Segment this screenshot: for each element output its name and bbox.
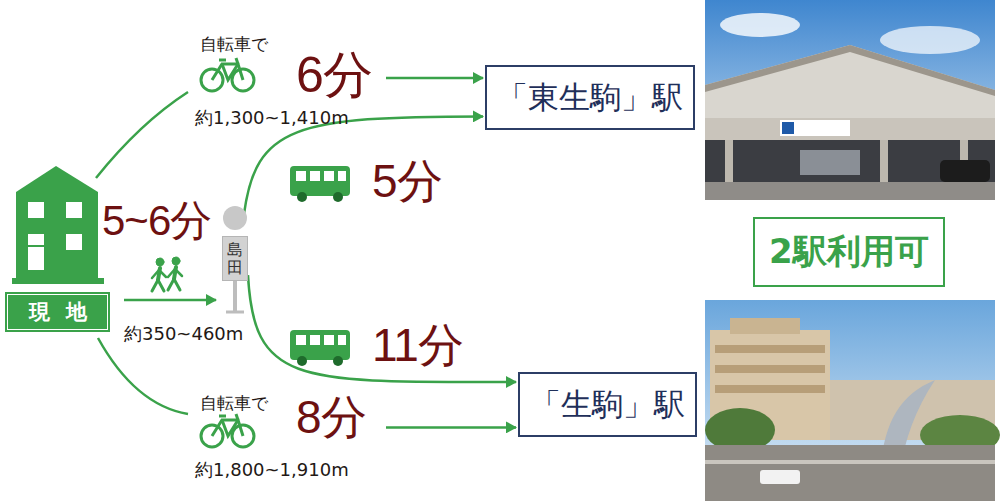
travel-time: 5~6分 <box>102 200 211 242</box>
route-note: 約1,300~1,410m <box>195 106 349 130</box>
travel-time: 5分 <box>372 158 442 204</box>
note-text: 2駅利用可 <box>769 231 929 271</box>
bus-stop-plate: 島田 <box>222 236 248 281</box>
station-name: 「生駒」駅 <box>530 386 685 422</box>
station-photo <box>705 0 995 200</box>
station-name: 「東生駒」駅 <box>497 79 683 115</box>
bus-stop: 島田 <box>222 206 248 281</box>
bicycle-icon <box>201 58 254 91</box>
house-icon <box>12 162 104 284</box>
route-arrow <box>244 116 483 214</box>
note-box: 2駅利用可 <box>753 217 945 287</box>
site-band: 現地 <box>5 292 110 332</box>
bus-stop-base <box>226 311 244 314</box>
station-photo <box>705 300 1000 501</box>
site-label: 現地 <box>29 298 103 326</box>
travel-time: 11分 <box>372 322 463 368</box>
walking-icon <box>152 257 182 291</box>
route-note: 約350~460m <box>124 322 243 346</box>
route-arrow <box>248 275 516 382</box>
route-note: 約1,800~1,910m <box>195 458 349 482</box>
bus-icon <box>290 330 350 366</box>
stop-name: 島田 <box>227 241 243 276</box>
travel-time: 6分 <box>296 50 372 100</box>
station-box: 「生駒」駅 <box>518 372 697 437</box>
bicycle-icon <box>201 414 254 447</box>
station-box: 「東生駒」駅 <box>485 65 695 130</box>
travel-time: 8分 <box>296 394 366 440</box>
bus-icon <box>290 166 350 202</box>
bus-stop-sign <box>223 206 247 230</box>
route-note: 自転車で <box>200 33 268 56</box>
route-note: 自転車で <box>200 392 268 415</box>
route-arrow <box>124 299 216 302</box>
site-marker: 現地 <box>5 160 110 332</box>
